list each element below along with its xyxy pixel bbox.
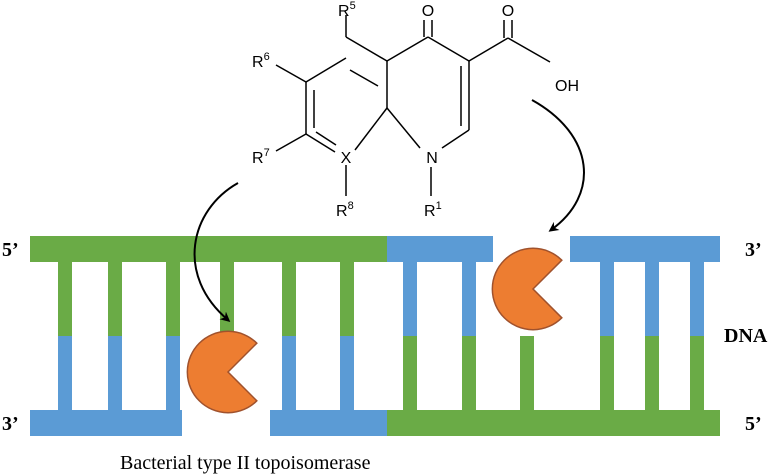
rung-top xyxy=(220,262,234,336)
rung-top xyxy=(58,262,72,336)
bond xyxy=(354,107,388,151)
ring-nitrogen: N xyxy=(426,150,438,167)
hydroxyl-group: OH xyxy=(555,78,579,95)
arrow-right xyxy=(531,99,585,232)
rung-top xyxy=(403,262,417,336)
rung-bottom xyxy=(690,336,704,410)
rung-bottom xyxy=(58,336,72,410)
rung-top xyxy=(108,262,122,336)
rung-top xyxy=(690,262,704,336)
ketone-oxygen: O xyxy=(422,3,434,20)
dna-ladder xyxy=(30,236,720,436)
binding-arrows xyxy=(193,99,585,322)
top-left-end-label: 5’ xyxy=(2,239,19,261)
arrow-left xyxy=(193,182,239,322)
topoisomerase-enzymes xyxy=(186,247,563,414)
top-strand-blue-left xyxy=(387,236,493,262)
rung-bottom xyxy=(600,336,614,410)
bottom-right-end-label: 5’ xyxy=(745,413,762,435)
substituent-r7: R7 xyxy=(252,147,270,167)
substituent-r6: R6 xyxy=(252,51,270,71)
rung-bottom xyxy=(166,336,180,410)
rung-top xyxy=(645,262,659,336)
atom-labels: O O OH N X R5 R6 R7 R8 R1 xyxy=(252,0,579,220)
substituent-r1: R1 xyxy=(424,200,442,220)
rung-bottom xyxy=(340,336,354,410)
bottom-strand-blue-mid xyxy=(270,410,387,436)
bond xyxy=(305,57,347,83)
top-strand-green xyxy=(30,236,387,262)
rung-bottom xyxy=(520,336,534,410)
rung-top xyxy=(462,262,476,336)
enzyme-shape-left xyxy=(186,330,258,414)
enzyme-caption: Bacterial type II topoisomerase xyxy=(120,452,371,474)
bond xyxy=(468,37,509,62)
bond xyxy=(305,133,336,153)
bottom-strand-blue-left xyxy=(30,410,182,436)
rung-top xyxy=(340,262,354,336)
bond xyxy=(345,36,388,62)
dna-labels: 5’ 3’ 3’ 5’ DNA Bacterial type II topois… xyxy=(2,239,768,474)
x-atom: X xyxy=(341,150,352,167)
rung-bottom xyxy=(108,336,122,410)
bond xyxy=(507,37,551,63)
bond xyxy=(386,36,429,62)
bond xyxy=(315,131,337,146)
top-right-end-label: 3’ xyxy=(745,239,762,261)
bond xyxy=(275,64,307,83)
top-strand-blue-right xyxy=(570,236,720,262)
rung-bottom xyxy=(403,336,417,410)
rung-bottom xyxy=(282,336,296,410)
substituent-r8: R8 xyxy=(336,200,354,220)
bond xyxy=(349,69,379,87)
bottom-left-end-label: 3’ xyxy=(2,413,19,435)
rung-bottom xyxy=(462,336,476,410)
rung-top xyxy=(166,262,180,336)
bond xyxy=(275,133,307,152)
bottom-strand-green xyxy=(387,410,720,436)
rung-top xyxy=(282,262,296,336)
bond xyxy=(427,36,470,62)
substituent-r5: R5 xyxy=(338,0,356,20)
dna-label: DNA xyxy=(724,325,768,347)
rung-top xyxy=(600,262,614,336)
quinolone-structure xyxy=(275,15,551,196)
enzyme-shape-right xyxy=(491,247,563,331)
rung-bottom xyxy=(645,336,659,410)
acid-oxygen: O xyxy=(502,3,514,20)
bond xyxy=(441,129,470,149)
bond xyxy=(386,107,421,149)
